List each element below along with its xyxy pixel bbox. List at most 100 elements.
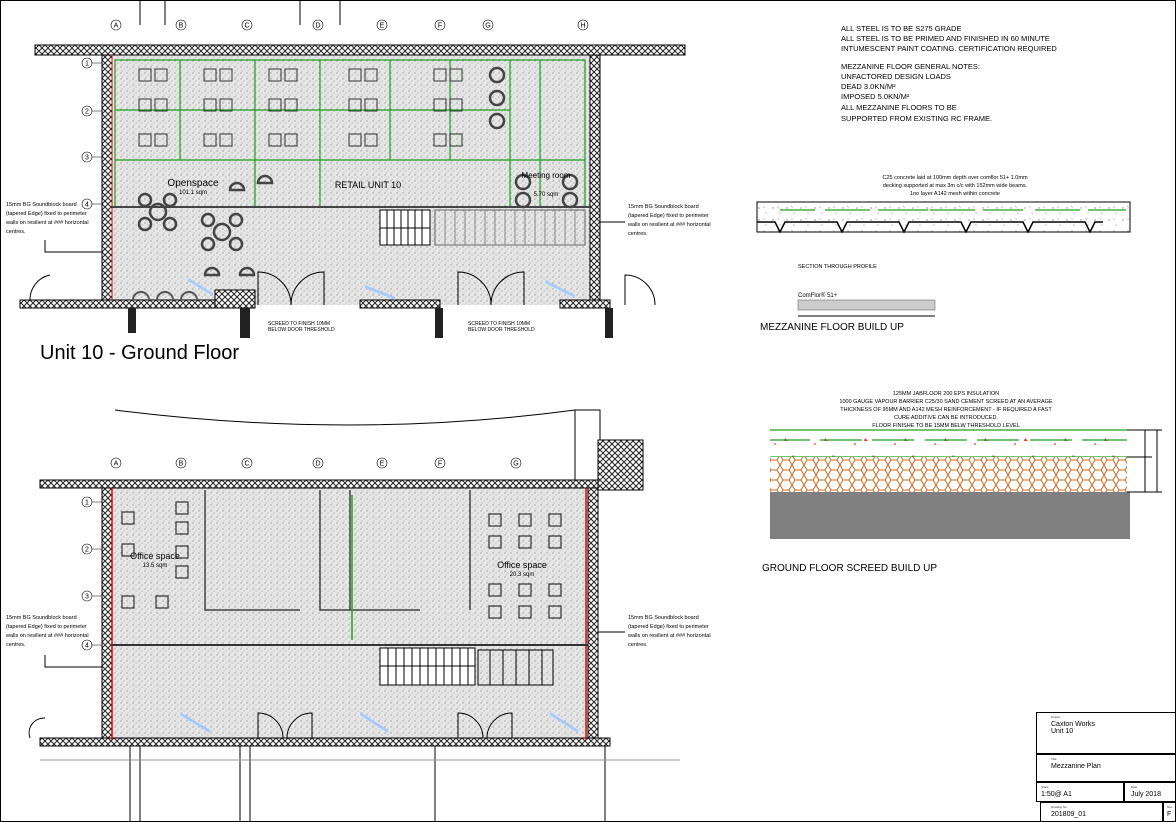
grid-bubble-C: C <box>241 19 253 31</box>
insulation-layer <box>770 457 1127 492</box>
title-cell: Title Mezzanine Plan <box>1036 754 1176 782</box>
grid-bubble-B: B <box>175 19 187 31</box>
chair <box>121 543 135 557</box>
grid-bubble-C: C <box>241 457 253 469</box>
svg-text:125MM JABFLOOR 200 EPS INSULAT: 125MM JABFLOOR 200 EPS INSULATION <box>893 391 999 397</box>
svg-text:GROUND FLOOR SCREED BUILD UP: GROUND FLOOR SCREED BUILD UP <box>762 563 937 574</box>
grid-bubble-D: D <box>312 457 324 469</box>
svg-text:B: B <box>179 461 184 468</box>
drawing-number: 201809_01 <box>1051 811 1087 818</box>
room-name-office-1: Office space <box>130 551 180 561</box>
grid-bubble-E: E <box>376 19 388 31</box>
svg-text:2: 2 <box>85 109 89 116</box>
grid-bubble-B: B <box>175 457 187 469</box>
chair <box>449 98 463 112</box>
chair <box>203 133 217 147</box>
screed-note-1b: BELOW DOOR THRESHOLD <box>268 327 335 333</box>
chair <box>121 595 135 609</box>
chair <box>203 98 217 112</box>
chair <box>348 133 362 147</box>
room-area-office-2: 20.3 sqm <box>510 572 535 578</box>
svg-text:walls on resilient at ### hori: walls on resilient at ### horizontal <box>5 633 89 639</box>
chair <box>433 68 447 82</box>
svg-text:(tapered Edge) fixed to perime: (tapered Edge) fixed to perimeter <box>6 211 87 217</box>
room-name-meeting: Meeting room <box>522 171 571 180</box>
svg-text:ALL MEZZANINE FLOORS TO BE: ALL MEZZANINE FLOORS TO BE <box>841 103 957 112</box>
svg-text:FLOOR FINISHE TO BE 15MM BELW: FLOOR FINISHE TO BE 15MM BELW THRESHOLD … <box>872 423 1020 429</box>
chair <box>284 133 298 147</box>
svg-text:(tapered Edge) fixed to perime: (tapered Edge) fixed to perimeter <box>6 624 87 630</box>
chair <box>518 535 532 549</box>
grid-bubble-A: A <box>110 19 122 31</box>
screed-note-2b: BELOW DOOR THRESHOLD <box>468 327 535 333</box>
mezz-desks <box>121 501 562 619</box>
mezz-wall-note-left: 15mm BG Soundblock board(tapered Edge) f… <box>5 615 89 648</box>
chair <box>154 98 168 112</box>
chair <box>449 133 463 147</box>
mezz-doors[interactable] <box>28 712 513 739</box>
svg-text:MEZZANINE FLOOR BUILD UP: MEZZANINE FLOOR BUILD UP <box>760 322 904 333</box>
svg-text:SUPPORTED FROM EXISTING RC FRA: SUPPORTED FROM EXISTING RC FRAME. <box>841 114 992 123</box>
grid-bubble-F: F <box>434 19 446 31</box>
svg-text:A: A <box>114 461 119 468</box>
chair <box>548 535 562 549</box>
screed-layer <box>770 430 1127 457</box>
svg-text:1no layer A142 mesh within con: 1no layer A142 mesh within concrete <box>910 191 1000 197</box>
chair <box>154 133 168 147</box>
mezzanine-section: C25 concrete laid at 100mm depth over co… <box>756 175 1131 333</box>
svg-text:SECTION THROUGH PROFILE: SECTION THROUGH PROFILE <box>798 264 877 270</box>
doors[interactable] <box>29 271 656 306</box>
svg-text:15mm BG Soundblock board: 15mm BG Soundblock board <box>628 615 699 621</box>
chair <box>138 133 152 147</box>
svg-text:1: 1 <box>85 61 89 68</box>
svg-text:C: C <box>244 461 249 468</box>
chair <box>219 68 233 82</box>
chair <box>364 133 378 147</box>
drawing-title: Mezzanine Plan <box>1051 763 1101 770</box>
svg-text:IMPOSED 5.0KN/M²: IMPOSED 5.0KN/M² <box>841 92 910 101</box>
svg-text:centres.: centres. <box>6 229 26 235</box>
svg-text:D: D <box>315 23 320 30</box>
screed-note-2: SCREED TO FINISH 10MM <box>468 321 530 327</box>
mezz-floor-area <box>112 488 590 738</box>
chair <box>348 68 362 82</box>
grid-bubble-4: 4 <box>81 639 102 651</box>
room-area-office-1: 13.5 sqm <box>143 563 168 569</box>
chair <box>284 98 298 112</box>
svg-text:ALL STEEL IS TO BE PRIMED AND: ALL STEEL IS TO BE PRIMED AND FINISHED I… <box>841 34 1050 43</box>
plan-title: Unit 10 - Ground Floor <box>40 342 239 364</box>
chair <box>488 535 502 549</box>
project-unit: Unit 10 <box>1051 728 1074 735</box>
svg-text:ALL STEEL IS TO BE S275 GRADE: ALL STEEL IS TO BE S275 GRADE <box>841 24 961 33</box>
grid-bubble-A: A <box>110 457 122 469</box>
svg-text:MEZZANINE FLOOR GENERAL NOTES:: MEZZANINE FLOOR GENERAL NOTES: <box>841 62 980 71</box>
svg-text:4: 4 <box>85 643 89 650</box>
room-name-openspace: Openspace <box>167 178 219 189</box>
svg-text:E: E <box>380 23 385 30</box>
svg-text:centres.: centres. <box>628 642 648 648</box>
grid-bubble-2: 2 <box>81 105 102 117</box>
grid-bubble-H: H <box>577 19 589 31</box>
svg-text:A: A <box>114 23 119 30</box>
revision-cell: Rev F <box>1163 802 1176 822</box>
date-cell: Date July 2018 <box>1124 782 1176 802</box>
chair <box>548 583 562 597</box>
steel-notes: ALL STEEL IS TO BE S275 GRADE ALL STEEL … <box>841 24 1057 53</box>
grid-bubble-1: 1 <box>81 57 102 69</box>
screed-section: 125MM JABFLOOR 200 EPS INSULATION 1000 G… <box>762 391 1162 574</box>
svg-text:F: F <box>438 23 442 30</box>
svg-text:2: 2 <box>85 547 89 554</box>
scale-value: 1:50@ A1 <box>1041 791 1072 798</box>
chair <box>518 605 532 619</box>
staircase <box>379 209 586 246</box>
svg-text:1: 1 <box>85 500 89 507</box>
chair <box>175 545 189 559</box>
chair <box>364 68 378 82</box>
chair <box>518 513 532 527</box>
drawing-number-cell: Drawing No. 201809_01 <box>1040 802 1163 822</box>
grid-bubble-G: G <box>482 19 494 31</box>
scale-cell: Scale 1:50@ A1 <box>1036 782 1124 802</box>
chair <box>219 133 233 147</box>
svg-text:CURE ADDITIVE CAN BE INTRODUCE: CURE ADDITIVE CAN BE INTRODUCED. <box>894 415 998 421</box>
